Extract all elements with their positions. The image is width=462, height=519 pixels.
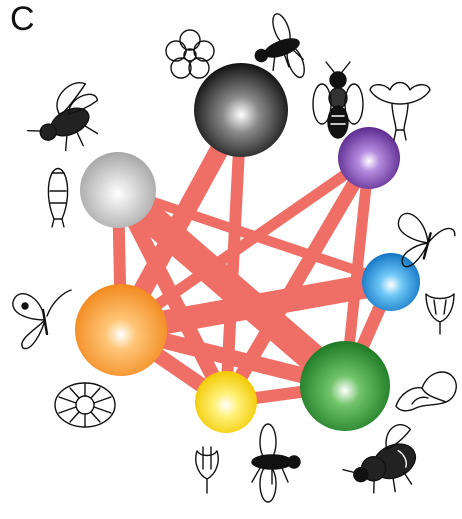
butterfly-icon (13, 290, 71, 349)
node-green (300, 341, 390, 431)
daisy-icon (55, 383, 115, 427)
wasp-icon (313, 62, 363, 138)
fly-icon (252, 424, 300, 502)
bumblebee-icon (336, 421, 432, 508)
node-orange (75, 284, 167, 376)
node-black (194, 63, 288, 157)
flower-icon (166, 30, 214, 78)
tubular-flower-icon (48, 169, 67, 228)
node-purple (338, 127, 400, 189)
node-yellow (195, 371, 257, 433)
campanula-icon (426, 294, 454, 334)
bee-fly-icon (18, 77, 113, 164)
orchid-icon (396, 372, 456, 411)
node-blue (362, 253, 420, 311)
bud-icon (196, 447, 219, 493)
node-silver (80, 152, 156, 228)
